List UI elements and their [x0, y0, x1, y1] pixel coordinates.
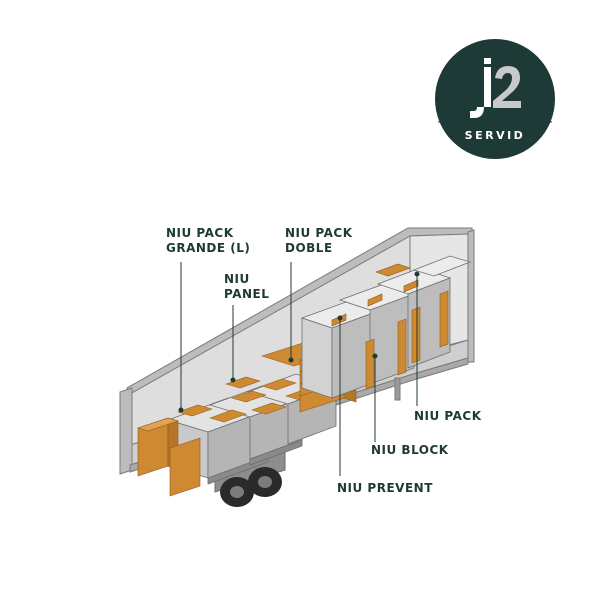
label-niu-panel: NIU PANEL: [224, 272, 269, 302]
leader-lines: [178, 262, 420, 476]
j2-servid-logo: [435, 39, 555, 159]
label-line: NIU: [224, 272, 250, 286]
label-line: GRANDE (L): [166, 241, 251, 255]
niu-pack-grande: [137, 417, 201, 497]
label-line: PANEL: [224, 287, 270, 301]
label-niu-pack-grande: NIU PACK GRANDE (L): [166, 226, 250, 256]
niu-block-boards: [331, 263, 449, 390]
label-niu-pack-doble: NIU PACK DOBLE: [285, 226, 353, 256]
label-line: NIU PACK: [166, 226, 234, 240]
label-line: DOBLE: [285, 241, 333, 255]
label-niu-block: NIU BLOCK: [371, 443, 449, 457]
label-niu-prevent: NIU PREVENT: [337, 481, 433, 495]
logo-wordmark: SERVID: [464, 129, 526, 142]
label-line: NIU PACK: [285, 226, 353, 240]
label-niu-pack: NIU PACK: [414, 409, 482, 423]
